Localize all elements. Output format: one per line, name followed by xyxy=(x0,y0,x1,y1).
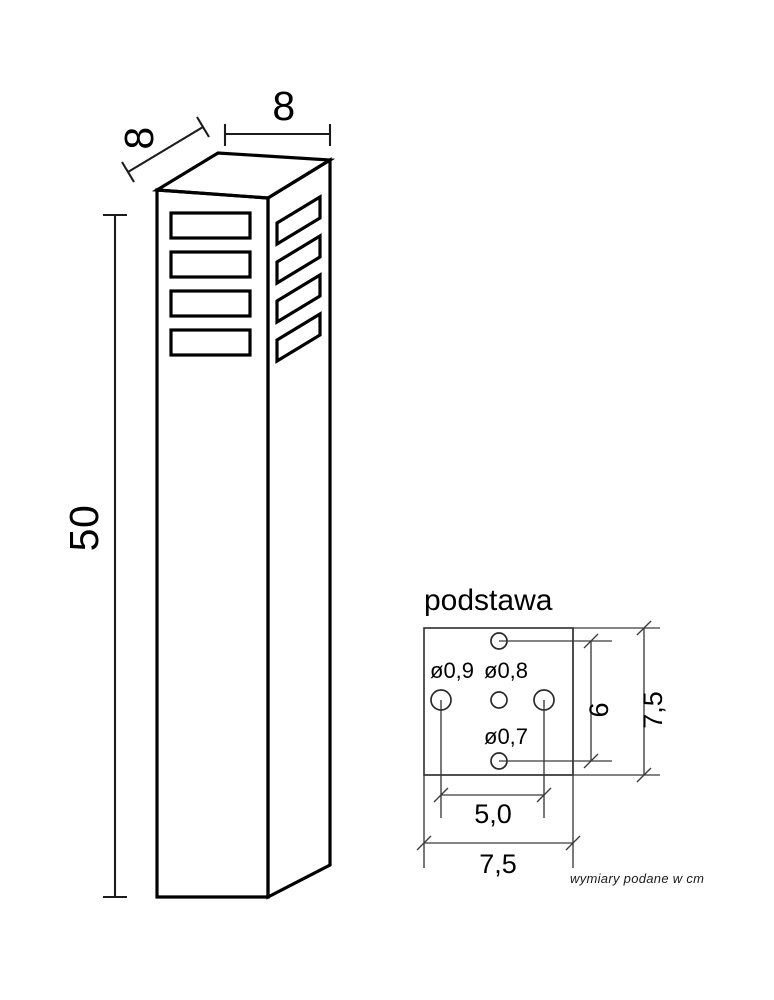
extension-line-group xyxy=(423,627,660,868)
depth-dim-label: 8 xyxy=(116,126,162,149)
height-dimension: 50 xyxy=(61,213,127,899)
plate-height-dimension: 7,5 xyxy=(636,620,668,783)
dim6-tick-top xyxy=(583,633,599,649)
front-slot-group xyxy=(169,211,252,357)
base-detail-title: podstawa xyxy=(424,584,553,617)
side-slot xyxy=(275,233,322,286)
side-slot xyxy=(275,272,322,325)
plate-height-tick-top xyxy=(636,620,652,636)
hole-label-small: ø0,7 xyxy=(484,724,528,749)
width-dimension: 8 xyxy=(223,83,332,146)
front-slot xyxy=(169,250,252,279)
bollard-side-face xyxy=(266,157,332,900)
hole-spacing-horizontal-label: 5,0 xyxy=(474,799,512,829)
front-slot xyxy=(169,328,252,357)
side-slot xyxy=(275,311,322,364)
depth-dim-tick-end xyxy=(196,116,210,138)
depth-dim-tick-start xyxy=(121,161,135,183)
plate-width-label: 7,5 xyxy=(479,849,517,879)
units-note: wymiary podane w cm xyxy=(570,871,704,886)
plate-height-tick-bottom xyxy=(636,767,652,783)
hole-label-large: ø0,9 xyxy=(430,658,474,683)
dim50-tick-right xyxy=(536,787,552,803)
hole-spacing-vertical-label: 6 xyxy=(584,702,614,717)
depth-dim-line xyxy=(127,126,204,173)
plate-height-label: 7,5 xyxy=(638,691,668,729)
hole-spacing-vertical-dimension: 6 xyxy=(583,633,614,769)
front-slot xyxy=(169,289,252,318)
plate-width-tick-left xyxy=(416,835,432,851)
depth-dimension: 8 xyxy=(116,116,210,183)
bolt-hole-center xyxy=(490,691,508,709)
plate-width-dimension: 7,5 xyxy=(416,835,581,879)
hole-spacing-horizontal-dimension: 5,0 xyxy=(433,787,552,829)
width-dim-label: 8 xyxy=(272,83,295,129)
dim6-tick-bottom xyxy=(583,753,599,769)
height-dim-label: 50 xyxy=(61,505,107,552)
plate-width-tick-right xyxy=(565,835,581,851)
dim50-tick-left xyxy=(433,787,449,803)
side-slot-group xyxy=(275,194,322,364)
hole-label-medium: ø0,8 xyxy=(484,658,528,683)
bollard-body xyxy=(151,151,336,900)
side-slot xyxy=(275,194,322,247)
front-slot xyxy=(169,211,252,240)
